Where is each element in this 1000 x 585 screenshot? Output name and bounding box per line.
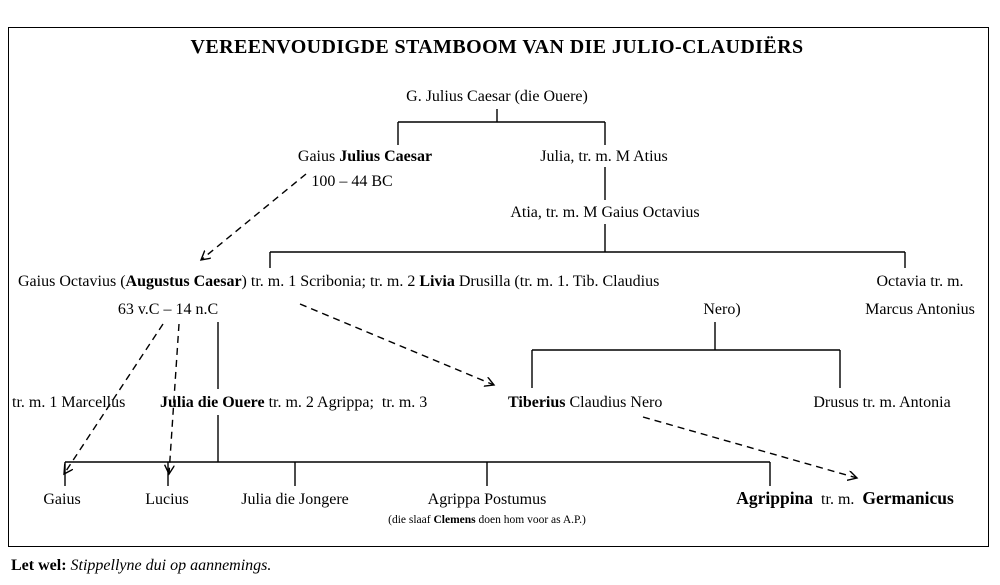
tiberius-name: Tiberius: [508, 394, 566, 411]
augustus-marriages: ) tr. m. 1 Scribonia; tr. m. 2: [241, 273, 420, 290]
clemens-note-pre: (die slaaf: [388, 514, 434, 526]
diagram-border: [8, 27, 989, 547]
node-agrippa-postumus: Agrippa Postumus: [427, 491, 547, 508]
node-augustus-livia: Gaius Octavius (Augustus Caesar) tr. m. …: [18, 272, 659, 292]
node-gaius: Gaius: [43, 491, 81, 508]
node-nero-wrap: Nero): [703, 301, 741, 318]
julius-caesar-name: Julius Caesar: [339, 148, 433, 165]
clemens-note-post: doen hom voor as A.P.): [475, 514, 586, 526]
livia-name: Livia: [419, 273, 455, 290]
adoption-arrow-tiberius-to-germanicus: [642, 416, 857, 478]
footnote: Let wel: Stippellyne dui op aannemings.: [11, 556, 271, 576]
node-caesar-elder: G. Julius Caesar (die Ouere): [406, 88, 588, 105]
node-drusus: Drusus tr. m. Antonia: [813, 394, 951, 411]
node-julia-ouere: Julia die Ouere tr. m. 2 Agrippa; tr. m.…: [160, 393, 427, 413]
adoption-arrow-augustus-to-gaius: [64, 323, 164, 474]
agrippina-name: Agrippina: [736, 488, 814, 508]
julius-caesar-pre: Gaius: [297, 148, 340, 165]
node-augustus-dates: 63 v.C – 14 n.C: [117, 301, 219, 318]
tiberius-rest: Claudius Nero: [565, 394, 663, 411]
augustus-name: Augustus Caesar: [125, 273, 242, 290]
node-julia-atius: Julia, tr. m. M Atius: [540, 148, 668, 165]
julia-ouere-marriages: tr. m. 2 Agrippa; tr. m. 3: [264, 394, 428, 411]
adoption-arrow-julius-to-augustus: [201, 173, 307, 260]
node-julius-caesar: Gaius Julius Caesar: [298, 147, 432, 167]
node-octavia-line1: Octavia tr. m.: [876, 273, 964, 290]
augustus-pre: Gaius Octavius (: [18, 273, 126, 290]
julia-ouere-name: Julia die Ouere: [160, 394, 265, 411]
node-lucius: Lucius: [145, 491, 189, 508]
germanicus-name: Germanicus: [862, 488, 954, 508]
clemens-name: Clemens: [433, 514, 476, 526]
livia-detail: Drusilla (tr. m. 1. Tib. Claudius: [454, 273, 660, 290]
adoption-arrow-augustus-to-lucius: [169, 323, 180, 474]
node-julia-jongere: Julia die Jongere: [241, 491, 349, 508]
node-clemens-note: (die slaaf Clemens doen hom voor as A.P.…: [388, 514, 586, 527]
node-octavia-line2: Marcus Antonius: [865, 301, 975, 318]
node-julius-caesar-dates: 100 – 44 BC: [311, 173, 393, 190]
node-agrippina-germanicus: Agrippina tr. m. Germanicus: [736, 488, 954, 510]
diagram-title: VEREENVOUDIGDE STAMBOOM VAN DIE JULIO-CL…: [190, 36, 804, 58]
footnote-label: Let wel:: [11, 557, 67, 574]
node-tiberius: Tiberius Claudius Nero: [508, 393, 662, 413]
agrippina-mid: tr. m.: [813, 491, 863, 508]
adoption-arrow-augustus-to-tiberius: [299, 303, 494, 385]
node-atia: Atia, tr. m. M Gaius Octavius: [510, 204, 700, 221]
node-marcellus: tr. m. 1 Marcellus: [12, 394, 126, 411]
footnote-text: Stippellyne dui op aannemings.: [66, 557, 272, 574]
